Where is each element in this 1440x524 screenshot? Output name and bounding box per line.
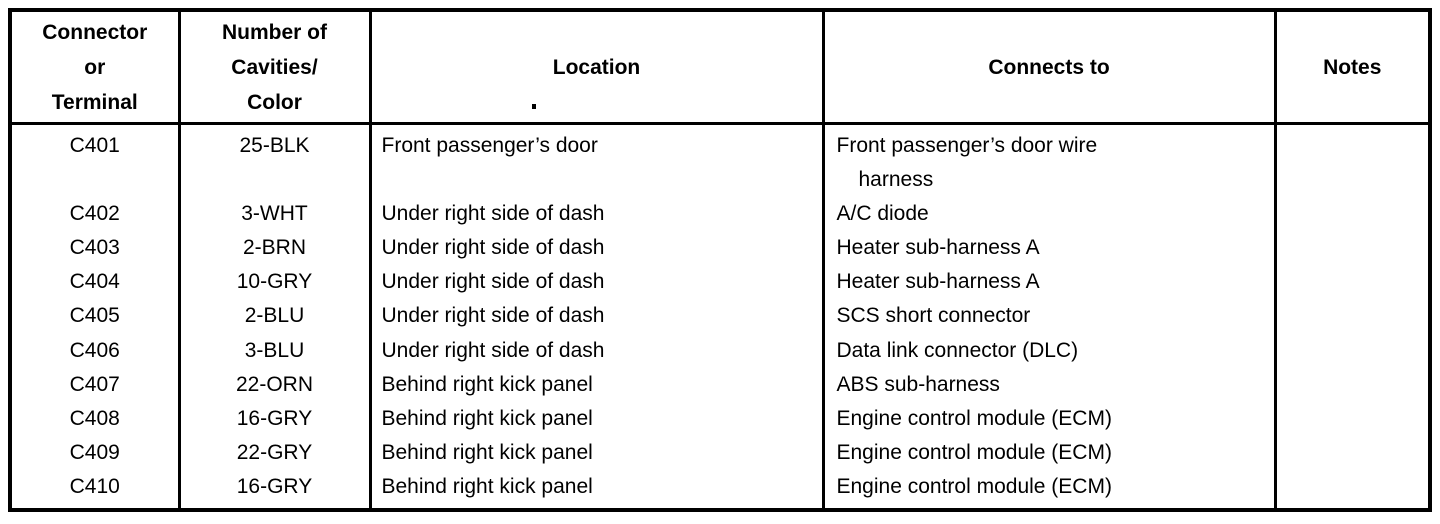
table-header: Connector or Terminal Number of Cavities… — [10, 10, 1430, 125]
scan-artifact-speck — [532, 104, 536, 109]
cell-location: Under right side of dash — [370, 333, 825, 368]
cell-connector: C405 — [10, 299, 181, 334]
cell-connector: C410 — [10, 469, 181, 510]
connects-line-1: Front passenger’s door wire — [836, 134, 1098, 157]
cell-location: Under right side of dash — [370, 231, 825, 266]
cell-location: Behind right kick panel — [370, 367, 825, 402]
cell-connects-to: Data link connector (DLC) — [823, 333, 1277, 368]
table-row: C403 2-BRN Under right side of dash Heat… — [10, 231, 1430, 266]
table-row: C409 22-GRY Behind right kick panel Engi… — [10, 435, 1430, 470]
cell-connector: C407 — [10, 367, 181, 402]
cell-cavities: 3-WHT — [179, 197, 372, 232]
connects-line-2: harness — [858, 168, 934, 191]
header-row: Connector or Terminal Number of Cavities… — [10, 10, 1430, 125]
cell-location: Front passenger’s door — [370, 123, 825, 198]
table-row: C406 3-BLU Under right side of dash Data… — [10, 333, 1430, 368]
table-row: C407 22-ORN Behind right kick panel ABS … — [10, 367, 1430, 402]
cell-cavities: 3-BLU — [179, 333, 372, 368]
cell-connector: C409 — [10, 435, 181, 470]
table-row: C405 2-BLU Under right side of dash SCS … — [10, 299, 1430, 334]
cell-notes — [1275, 299, 1430, 334]
column-header-notes: Notes — [1275, 10, 1430, 125]
cell-connects-to: Heater sub-harness A — [823, 265, 1277, 300]
cell-connects-to: Heater sub-harness A — [823, 231, 1277, 266]
column-header-connector-or-terminal: Connector or Terminal — [10, 10, 181, 125]
cell-connects-to: Engine control module (ECM) — [823, 401, 1277, 436]
cell-connector: C401 — [10, 123, 181, 198]
cell-notes — [1275, 367, 1430, 402]
cell-notes — [1275, 469, 1430, 510]
connector-terminal-table: Connector or Terminal Number of Cavities… — [8, 8, 1432, 512]
cell-notes — [1275, 123, 1430, 198]
cell-location: Under right side of dash — [370, 265, 825, 300]
cell-connects-to: ABS sub-harness — [823, 367, 1277, 402]
cell-notes — [1275, 265, 1430, 300]
column-header-connects-to: Connects to — [823, 10, 1277, 125]
cell-connects-to: A/C diode — [823, 197, 1277, 232]
table-row: C401 25-BLK Front passenger’s door Front… — [10, 123, 1430, 198]
cell-notes — [1275, 435, 1430, 470]
cell-cavities: 16-GRY — [179, 401, 372, 436]
cell-cavities: 2-BRN — [179, 231, 372, 266]
cell-connector: C408 — [10, 401, 181, 436]
table-row: C404 10-GRY Under right side of dash Hea… — [10, 265, 1430, 300]
header-line: Number of — [222, 20, 327, 44]
cell-cavities: 22-GRY — [179, 435, 372, 470]
cell-location: Behind right kick panel — [370, 435, 825, 470]
cell-connects-to: Front passenger’s door wire harness — [823, 123, 1277, 198]
cell-location: Under right side of dash — [370, 299, 825, 334]
header-line: Cavities/ — [231, 55, 318, 79]
header-line: Color — [247, 90, 302, 114]
cell-connects-to: SCS short connector — [823, 299, 1277, 334]
header-line: or — [84, 55, 106, 79]
cell-notes — [1275, 231, 1430, 266]
cell-cavities: 22-ORN — [179, 367, 372, 402]
table-row: C402 3-WHT Under right side of dash A/C … — [10, 197, 1430, 232]
cell-cavities: 2-BLU — [179, 299, 372, 334]
cell-location: Behind right kick panel — [370, 469, 825, 510]
cell-cavities: 10-GRY — [179, 265, 372, 300]
header-line: Terminal — [51, 90, 138, 114]
cell-cavities: 25-BLK — [179, 123, 372, 198]
table-body: C401 25-BLK Front passenger’s door Front… — [10, 123, 1430, 510]
cell-notes — [1275, 333, 1430, 368]
header-line: Connector — [42, 20, 148, 44]
cell-location: Behind right kick panel — [370, 401, 825, 436]
cell-connector: C404 — [10, 265, 181, 300]
cell-connector: C406 — [10, 333, 181, 368]
cell-location: Under right side of dash — [370, 197, 825, 232]
cell-connector: C403 — [10, 231, 181, 266]
cell-connector: C402 — [10, 197, 181, 232]
cell-notes — [1275, 401, 1430, 436]
table-row: C410 16-GRY Behind right kick panel Engi… — [10, 469, 1430, 510]
cell-notes — [1275, 197, 1430, 232]
cell-cavities: 16-GRY — [179, 469, 372, 510]
cell-connects-to: Engine control module (ECM) — [823, 435, 1277, 470]
column-header-number-of-cavities-color: Number of Cavities/ Color — [179, 10, 372, 125]
column-header-location: Location — [370, 10, 825, 125]
cell-connects-to: Engine control module (ECM) — [823, 469, 1277, 510]
table-row: C408 16-GRY Behind right kick panel Engi… — [10, 401, 1430, 436]
